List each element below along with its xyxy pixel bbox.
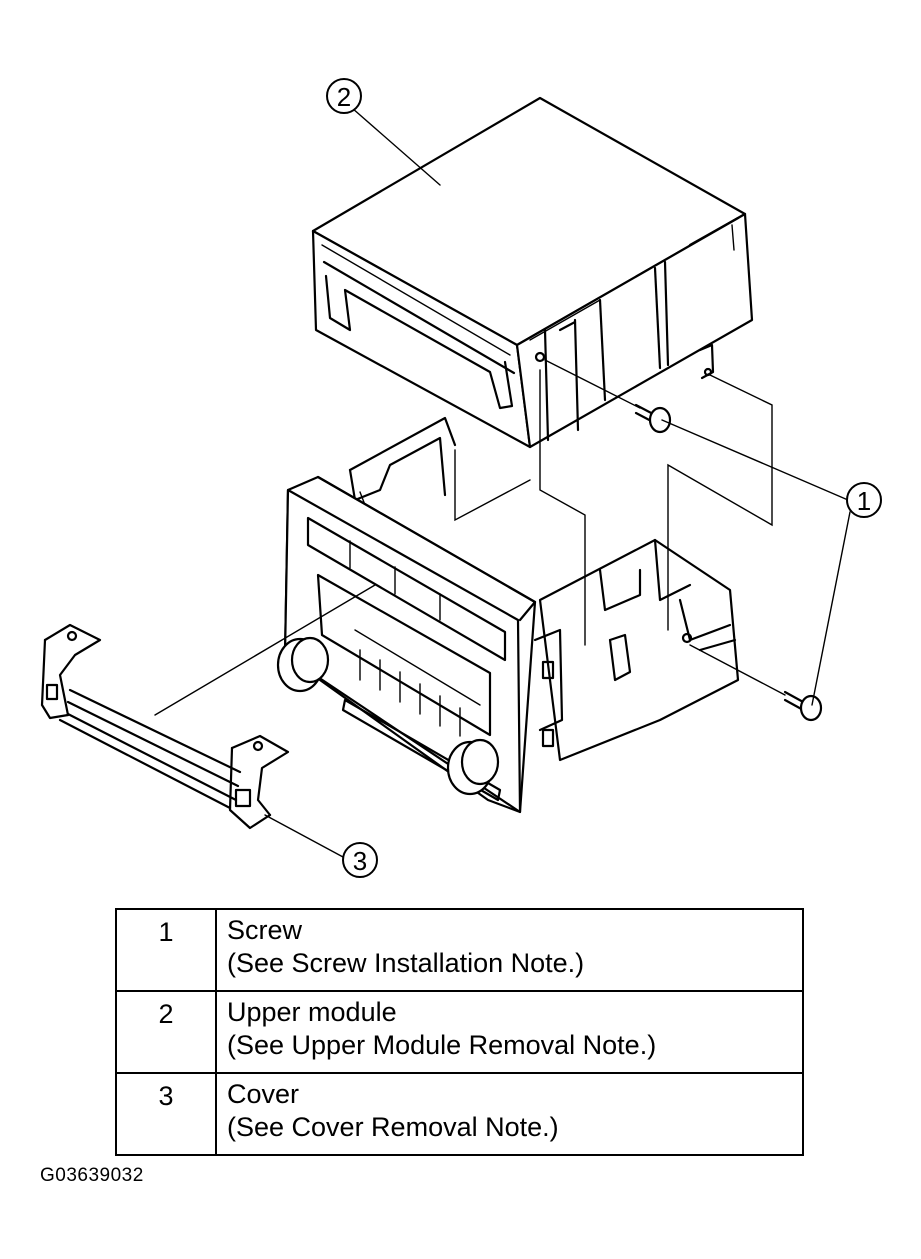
assembly-guide-lines — [454, 359, 786, 696]
exploded-view-diagram: 2 1 3 — [40, 78, 882, 878]
leader-line-cover — [154, 584, 376, 716]
callout-1: 1 — [846, 482, 882, 518]
callout-3-label: 3 — [353, 846, 367, 876]
legend-description: Cover (See Cover Removal Note.) — [215, 1072, 804, 1156]
legend-number: 2 — [115, 990, 217, 1074]
leader-line-1b — [811, 511, 851, 706]
legend-note: (See Screw Installation Note.) — [227, 948, 585, 978]
leader-line-1a — [661, 419, 849, 501]
legend-number: 1 — [115, 908, 217, 992]
legend-description: Screw (See Screw Installation Note.) — [215, 908, 804, 992]
legend-row: 2 Upper module (See Upper Module Removal… — [115, 990, 804, 1074]
legend-part-name: Upper module — [227, 997, 397, 1027]
leader-line-3 — [264, 814, 344, 858]
figure-id: G03639032 — [40, 1165, 144, 1186]
leader-line-2 — [351, 107, 441, 186]
legend-number: 3 — [115, 1072, 217, 1156]
legend-row: 3 Cover (See Cover Removal Note.) — [115, 1072, 804, 1156]
upper-module-illustration — [311, 96, 754, 449]
legend-part-name: Screw — [227, 915, 303, 945]
callout-2-label: 2 — [337, 82, 351, 112]
legend-description: Upper module (See Upper Module Removal N… — [215, 990, 804, 1074]
legend-note: (See Upper Module Removal Note.) — [227, 1030, 657, 1060]
callout-1-label: 1 — [857, 486, 871, 516]
screw-illustrations — [634, 403, 823, 722]
callout-3: 3 — [342, 842, 378, 878]
parts-legend-table: 1 Screw (See Screw Installation Note.) 2… — [115, 908, 804, 1156]
audio-unit-illustration — [276, 416, 740, 814]
callout-2: 2 — [326, 78, 362, 114]
legend-row: 1 Screw (See Screw Installation Note.) — [115, 908, 804, 992]
cover-illustration — [40, 623, 290, 830]
legend-note: (See Cover Removal Note.) — [227, 1112, 559, 1142]
legend-part-name: Cover — [227, 1079, 300, 1109]
